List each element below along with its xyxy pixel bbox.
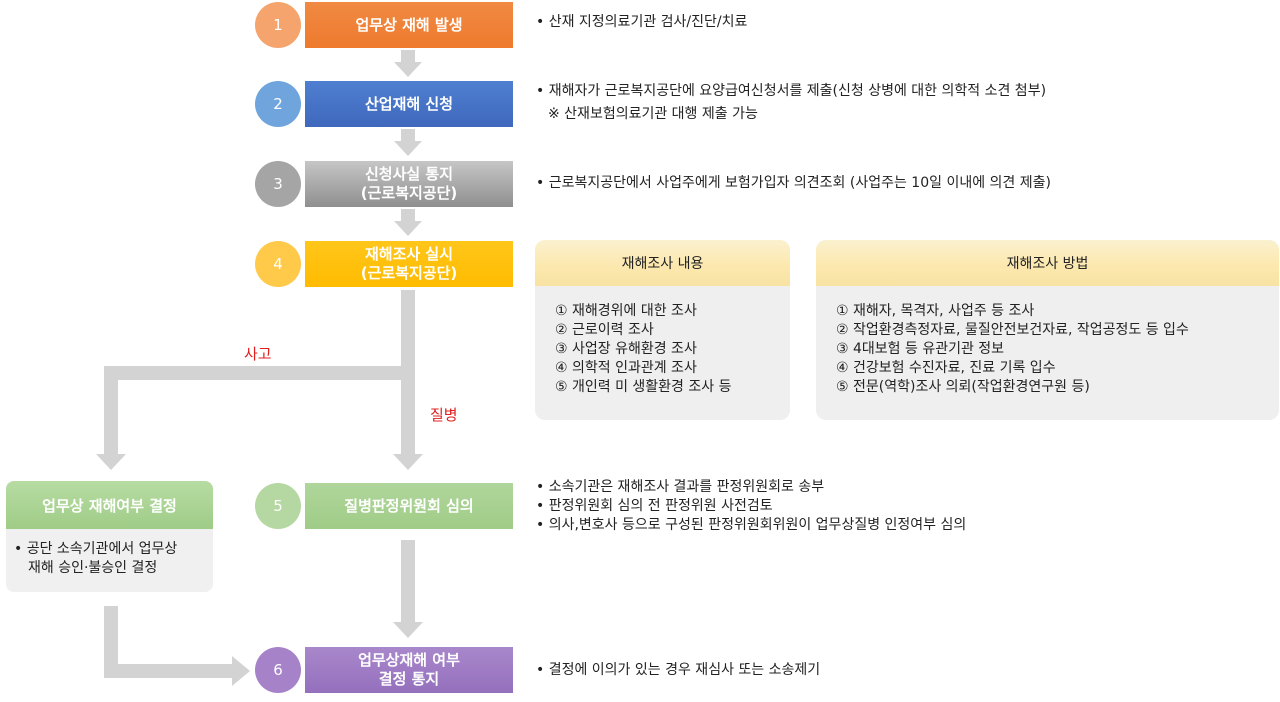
step-2-box: 산업재해 신청 <box>305 81 513 127</box>
step-2-description: • 재해자가 근로복지공단에 요양급여신청서를 제출(신청 상병에 대한 의학적… <box>536 82 1046 124</box>
step-2-desc-line: • 재해자가 근로복지공단에 요양급여신청서를 제출(신청 상병에 대한 의학적… <box>536 83 1047 99</box>
step-2-desc-note: ※ 산재보험의료기관 대행 제출 가능 <box>548 106 758 122</box>
step-5-box: 질병판정위원회 심의 <box>305 483 513 529</box>
step-1-desc-line: • 산재 지정의료기관 검사/진단/치료 <box>536 14 748 30</box>
step-1-description: • 산재 지정의료기관 검사/진단/치료 <box>536 13 747 32</box>
branch-accident-label: 사고 <box>244 345 272 363</box>
step-6-description: • 결정에 이의가 있는 경우 재심사 또는 소송제기 <box>536 661 820 680</box>
list-item: ④ 의학적 인과관계 조사 <box>555 360 697 376</box>
step-6-subtitle: 결정 통지 <box>378 670 440 688</box>
step-6-number: 6 <box>255 647 301 693</box>
investigation-method-panel: 재해조사 방법 ① 재해자, 목격자, 사업주 등 조사 ② 작업환경측정자료,… <box>816 240 1279 420</box>
step-5-title: 질병판정위원회 심의 <box>344 496 474 515</box>
step-3-desc-line: • 근로복지공단에서 사업주에게 보험가입자 의견조회 (사업주는 10일 이내… <box>536 175 1051 191</box>
step-6-title: 업무상재해 여부 <box>358 651 460 669</box>
accident-decision-title: 업무상 재해여부 결정 <box>6 481 213 529</box>
accident-body-line: • 공단 소속기관에서 업무상 <box>14 541 178 557</box>
list-item: ③ 사업장 유해환경 조사 <box>555 341 697 357</box>
step-4-title: 재해조사 실시 <box>364 245 454 263</box>
list-item: ② 근로이력 조사 <box>555 322 654 338</box>
step-5-description: • 소속기관은 재해조사 결과를 판정위원회로 송부 • 판정위원회 심의 전 … <box>536 478 966 535</box>
step-3-number: 3 <box>255 161 301 207</box>
accident-decision-box: 업무상 재해여부 결정 • 공단 소속기관에서 업무상 재해 승인·불승인 결정 <box>6 481 213 592</box>
step-4-number: 4 <box>255 241 301 287</box>
accident-body-line: 재해 승인·불승인 결정 <box>28 560 158 576</box>
step-1-box: 업무상 재해 발생 <box>305 2 513 48</box>
list-item: ① 재해경위에 대한 조사 <box>555 303 697 319</box>
list-item: ⑤ 전문(역학)조사 의뢰(작업환경연구원 등) <box>836 379 1090 395</box>
list-item: ② 작업환경측정자료, 물질안전보건자료, 작업공정도 등 입수 <box>836 322 1189 338</box>
investigation-content-list: ① 재해경위에 대한 조사 ② 근로이력 조사 ③ 사업장 유해환경 조사 ④ … <box>535 286 790 397</box>
step-3-box: 신청사실 통지 (근로복지공단) <box>305 161 513 207</box>
step-3-subtitle: (근로복지공단) <box>360 184 458 202</box>
investigation-method-list: ① 재해자, 목격자, 사업주 등 조사 ② 작업환경측정자료, 물질안전보건자… <box>816 286 1279 397</box>
step-3-description: • 근로복지공단에서 사업주에게 보험가입자 의견조회 (사업주는 10일 이내… <box>536 174 1051 193</box>
step-6-desc-line: • 결정에 이의가 있는 경우 재심사 또는 소송제기 <box>536 662 821 678</box>
step-2-number: 2 <box>255 81 301 127</box>
step-5-desc-line: • 판정위원회 심의 전 판정위원 사전검토 <box>536 498 773 514</box>
step-5-number: 5 <box>255 483 301 529</box>
step-2-title: 산업재해 신청 <box>364 94 454 113</box>
list-item: ③ 4대보험 등 유관기관 정보 <box>836 341 1005 357</box>
step-5-desc-line: • 소속기관은 재해조사 결과를 판정위원회로 송부 <box>536 479 825 495</box>
investigation-method-title: 재해조사 방법 <box>816 240 1279 286</box>
list-item: ① 재해자, 목격자, 사업주 등 조사 <box>836 303 1035 319</box>
list-item: ④ 건강보험 수진자료, 진료 기록 입수 <box>836 360 1056 376</box>
step-1-title: 업무상 재해 발생 <box>355 15 463 34</box>
step-4-box: 재해조사 실시 (근로복지공단) <box>305 241 513 287</box>
investigation-content-panel: 재해조사 내용 ① 재해경위에 대한 조사 ② 근로이력 조사 ③ 사업장 유해… <box>535 240 790 420</box>
investigation-content-title: 재해조사 내용 <box>535 240 790 286</box>
accident-decision-body: • 공단 소속기관에서 업무상 재해 승인·불승인 결정 <box>6 529 213 578</box>
step-6-box: 업무상재해 여부 결정 통지 <box>305 647 513 693</box>
branch-disease-label: 질병 <box>430 406 458 424</box>
step-3-title: 신청사실 통지 <box>364 165 454 183</box>
step-4-subtitle: (근로복지공단) <box>360 264 458 282</box>
step-5-desc-line: • 의사,변호사 등으로 구성된 판정위원회위원이 업무상질병 인정여부 심의 <box>536 517 967 533</box>
step-1-number: 1 <box>255 2 301 48</box>
list-item: ⑤ 개인력 미 생활환경 조사 등 <box>555 379 732 395</box>
